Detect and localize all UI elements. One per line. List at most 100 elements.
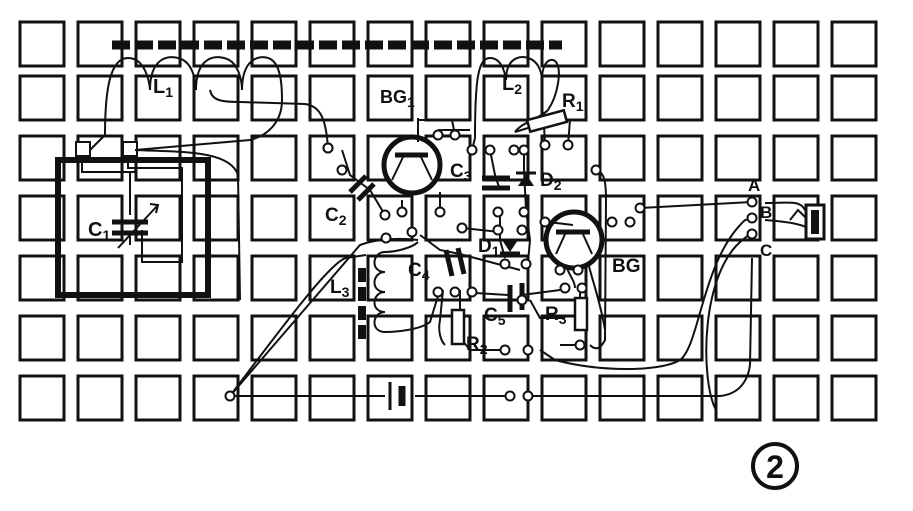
solder-pad [518, 144, 530, 156]
label-r3: R3 [545, 304, 567, 327]
grid-cell [714, 20, 762, 68]
grid-cell [656, 74, 704, 122]
grid-cell [830, 134, 878, 182]
resistor-r2-icon [450, 308, 466, 346]
grid-cell [192, 194, 240, 242]
grid-cell [830, 74, 878, 122]
solder-pad [456, 222, 468, 234]
solder-pad [562, 139, 574, 151]
solder-pad [539, 139, 551, 151]
battery-icon [388, 382, 406, 410]
solder-pad [746, 212, 758, 224]
label-a: A [748, 176, 760, 195]
diode-d1-icon [500, 240, 520, 255]
solder-pad [499, 344, 511, 356]
figure-number: 2 [766, 449, 784, 485]
solder-pad [559, 282, 571, 294]
grid-cell [656, 374, 704, 422]
grid-cell [18, 314, 66, 362]
solder-pad [432, 286, 444, 298]
grid-cell [250, 194, 298, 242]
coil-l3 [373, 241, 439, 334]
solder-pad [449, 286, 461, 298]
solder-pads [224, 129, 758, 402]
grid-cell [134, 314, 182, 362]
output-jack-icon [789, 203, 826, 241]
solder-pad [554, 264, 566, 276]
grid-cell [192, 314, 240, 362]
grid-cell [830, 194, 878, 242]
grid-cell [598, 194, 646, 242]
transistor-bg-icon [543, 209, 605, 271]
solder-pad [380, 232, 392, 244]
capacitor-c2-icon [348, 174, 376, 202]
grid-cell [830, 254, 878, 302]
grid-cell [482, 74, 530, 122]
grid-cell [134, 374, 182, 422]
label-bg1: BG1 [380, 87, 415, 110]
solder-pad [492, 224, 504, 236]
figure-number-circle [751, 442, 799, 490]
solder-pad [396, 206, 408, 218]
grid-cell [598, 314, 646, 362]
grid-cell [830, 20, 878, 68]
solder-pad [322, 142, 334, 154]
solder-pad [522, 390, 534, 402]
grid-cell [772, 314, 820, 362]
solder-pad [406, 226, 418, 238]
grid-cell [540, 20, 588, 68]
grid-cell [366, 194, 414, 242]
grid-cell [76, 74, 124, 122]
solder-pad [516, 224, 528, 236]
grid-cell [18, 20, 66, 68]
solder-pad [484, 144, 496, 156]
grid-cell [714, 134, 762, 182]
resistor-r1-icon [514, 108, 569, 134]
grid-cell [598, 74, 646, 122]
transistor-bg1-icon [381, 118, 443, 196]
grid-cell [656, 194, 704, 242]
grid-cell [656, 314, 704, 362]
solder-pad [504, 390, 516, 402]
label-c: C [760, 241, 772, 260]
grid-cell [772, 254, 820, 302]
grid-cell [772, 74, 820, 122]
diode-d2-icon [516, 171, 536, 186]
grid-cell [308, 194, 356, 242]
grid-cell [134, 74, 182, 122]
solder-pad [520, 258, 532, 270]
grid-cell [250, 74, 298, 122]
grid-cell [308, 374, 356, 422]
capacitor-c4-icon [443, 247, 467, 277]
solder-pad [379, 209, 391, 221]
grid-cell [598, 134, 646, 182]
label-b: B [760, 203, 772, 222]
resistor-r3-icon [573, 296, 589, 332]
grid-cell [598, 254, 646, 302]
c1-enclosure [55, 157, 211, 298]
grid-cell [308, 314, 356, 362]
solder-pad [434, 206, 446, 218]
grid-cell [424, 374, 472, 422]
solder-pad [590, 164, 602, 176]
grid-cell [772, 20, 820, 68]
grid-cell [250, 374, 298, 422]
grid-cell [714, 314, 762, 362]
grid-cell [714, 254, 762, 302]
grid-cell [424, 194, 472, 242]
grid-cell [830, 374, 878, 422]
solder-pad [634, 202, 646, 214]
grid-cell [18, 74, 66, 122]
solder-pad [336, 164, 348, 176]
capacitor-c3-icon [482, 175, 510, 191]
solder-pad [746, 196, 758, 208]
solder-pad [539, 216, 551, 228]
grid-cell [656, 20, 704, 68]
c1-variable-capacitor-icon [81, 148, 183, 263]
label-c5: C5 [484, 305, 506, 328]
grid-cell [656, 134, 704, 182]
solder-pad [499, 258, 511, 270]
solder-pad [746, 228, 758, 240]
grid-cell [482, 374, 530, 422]
